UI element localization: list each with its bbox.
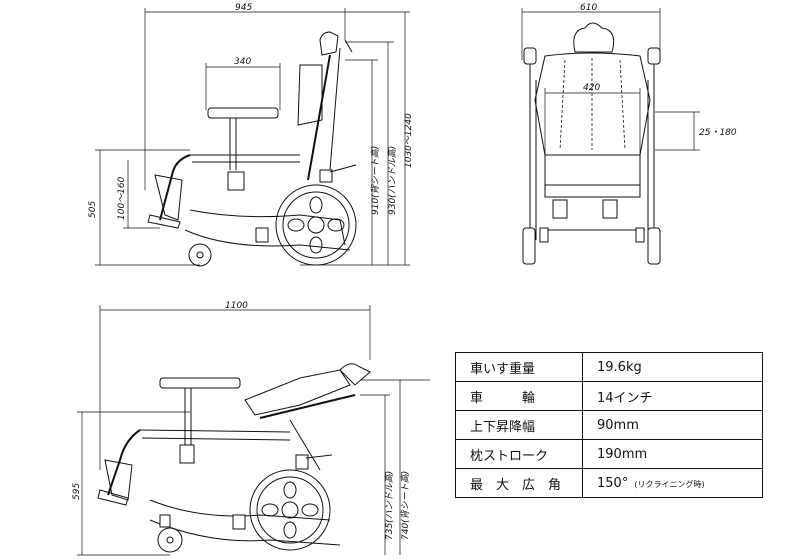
- spec-value-cell: 150° (リクライニング時): [582, 468, 763, 498]
- spec-value: 90mm: [582, 410, 763, 440]
- spec-label: 枕ストローク: [455, 439, 583, 469]
- table-row: 車 輪 14インチ: [455, 381, 763, 411]
- spec-value: 150°: [597, 475, 629, 491]
- table-row: 上下昇降幅 90mm: [455, 410, 763, 440]
- dim-seat-height: 505: [88, 201, 98, 218]
- dim-reclined-length: 1100: [225, 301, 248, 311]
- dim-footrest-range: 100～160: [117, 176, 127, 220]
- table-row: 枕ストローク 190mm: [455, 439, 763, 469]
- dim-side-width: 945: [235, 3, 252, 13]
- spec-table: 車いす重量 19.6kg 車 輪 14インチ 上下昇降幅 90mm 枕ストローク…: [455, 352, 763, 498]
- dim-front-width: 610: [580, 3, 597, 13]
- spec-label: 車 輪: [455, 381, 583, 411]
- spec-label: 最 大 広 角: [455, 468, 583, 498]
- reclined-view: 1100 595 735(ハンドル高) 740(背シート高): [72, 301, 430, 556]
- spec-value: 19.6kg: [582, 352, 763, 382]
- spec-note: (リクライニング時): [634, 479, 705, 489]
- spec-value: 190mm: [582, 439, 763, 469]
- spec-value: 14インチ: [582, 381, 763, 411]
- dim-reclined-height: 595: [72, 483, 82, 500]
- dim-handle-height: 930(ハンドル高): [387, 146, 398, 215]
- front-view: 610 420 25・180: [521, 3, 737, 265]
- side-view: 945 340 505 100～160 910(背シート高) 930(ハンドル高…: [88, 3, 414, 267]
- dim-back-height: 910(背シート高): [370, 146, 381, 215]
- table-row: 車いす重量 19.6kg: [455, 352, 763, 382]
- dim-headrest-range: 1030～1240: [404, 113, 414, 168]
- dim-seat-depth: 340: [234, 57, 251, 67]
- dim-reclined-back: 740(背シート高): [400, 471, 411, 540]
- dim-reclined-handle: 735(ハンドル高): [384, 471, 395, 540]
- table-row: 最 大 広 角 150° (リクライニング時): [455, 468, 763, 498]
- spec-label: 上下昇降幅: [455, 410, 583, 440]
- dim-pillow-range: 25・180: [699, 128, 737, 138]
- spec-label: 車いす重量: [455, 352, 583, 382]
